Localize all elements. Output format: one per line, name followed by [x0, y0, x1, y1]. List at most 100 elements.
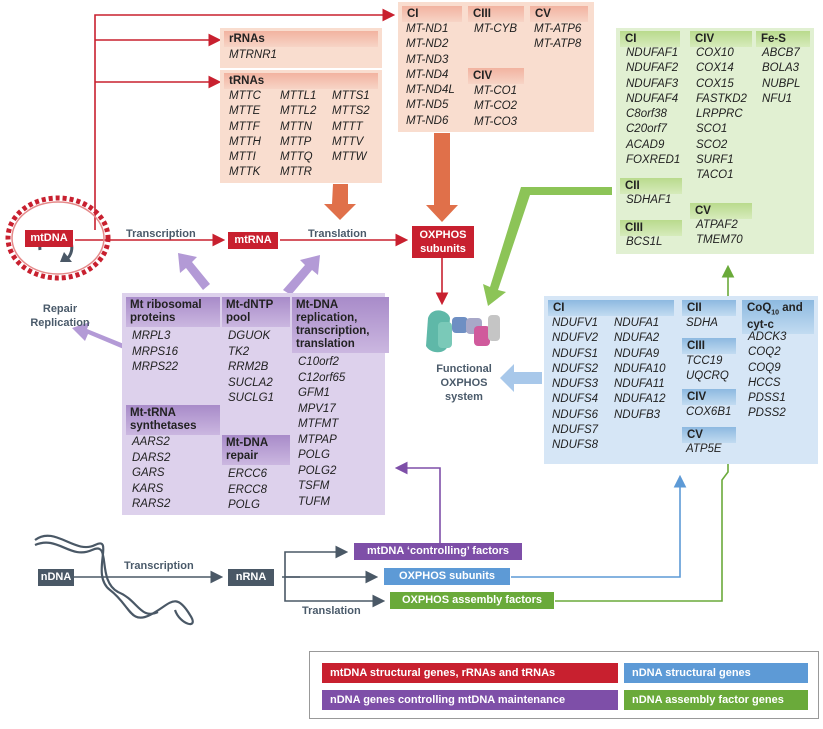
- trna-gene: MTTK: [229, 166, 261, 179]
- mt-ciii-gene: MT-CYB: [474, 23, 518, 35]
- trna-gene: MTTN: [280, 120, 312, 133]
- asm-civ-gene: SCO2: [696, 138, 728, 151]
- asm-civ-title: CIV: [690, 31, 752, 47]
- asm-fes-gene: NFU1: [762, 92, 793, 105]
- mt-ci-gene: MT-ND6: [406, 114, 449, 127]
- trna-synth-gene: DARS2: [132, 451, 171, 464]
- trna-gene: MTTS1: [332, 90, 370, 102]
- n-translation-label: Translation: [302, 605, 361, 617]
- nst-ci-gene: NDUFV1: [552, 317, 599, 329]
- trna-gene: MTTV: [332, 135, 364, 148]
- asm-ciii-gene: BCS1L: [626, 236, 663, 248]
- nst-ci-gene: NDUFA9: [614, 347, 660, 360]
- nst-ci-gene: NDUFA11: [614, 378, 665, 391]
- n-assembly-tag: OXPHOS assembly factors: [390, 592, 554, 609]
- repair-gene: ERCC6: [228, 468, 267, 480]
- rep-gene: MTPAP: [298, 433, 337, 446]
- mt-cv-gene: MT-ATP8: [534, 38, 582, 51]
- nst-ciii-gene: TCC19: [686, 355, 723, 367]
- asm-civ-gene: COX10: [696, 47, 734, 59]
- trna-synth-title: Mt-tRNA synthetases: [126, 405, 220, 435]
- nst-ciii-title: CIII: [682, 338, 736, 354]
- asm-civ-gene: SURF1: [696, 154, 734, 167]
- dntp-gene: SUCLA2: [228, 376, 273, 389]
- nst-ci-gene: NDUFA1: [614, 317, 660, 329]
- asm-ci-title: CI: [620, 31, 680, 47]
- rep-gene: C12orf65: [298, 371, 346, 384]
- rrna-gene: MTRNR1: [229, 49, 277, 61]
- rep-gene: POLG2: [298, 464, 337, 477]
- n-oxphos-subunits-tag: OXPHOS subunits: [384, 568, 510, 585]
- nst-ci-gene: NDUFS4: [552, 393, 599, 406]
- ribo-gene: MRPL3: [132, 330, 171, 342]
- asm-cii-title: CII: [620, 178, 682, 194]
- rep-gene: TSFM: [298, 480, 330, 492]
- nst-ci-gene: NDUFS1: [552, 347, 599, 360]
- ndna-helix-icon: [34, 534, 194, 626]
- trna-gene: MTTE: [229, 105, 261, 118]
- asm-civ-gene: FASTKD2: [696, 92, 747, 105]
- mt-ci-gene: MT-ND4: [406, 68, 449, 81]
- asm-fes-gene: NUBPL: [762, 77, 801, 90]
- asm-fes-gene: ABCB7: [762, 47, 800, 59]
- legend-mt-structural: mtDNA structural genes, rRNAs and tRNAs: [322, 663, 618, 683]
- trna-synth-gene: AARS2: [132, 436, 170, 448]
- trna-gene: MTTH: [229, 135, 261, 148]
- assembly-factor-box: CI NDUFAF1 NDUFAF2 NDUFAF3 NDUFAF4 C8orf…: [616, 28, 814, 254]
- nst-ci-gene: NDUFS8: [552, 439, 599, 452]
- nuclear-structural-box: CI NDUFV1 NDUFV2 NDUFS1 NDUFS2 NDUFS3 ND…: [544, 296, 818, 464]
- maintenance-arrows: [72, 253, 320, 350]
- transcription-label: Transcription: [126, 228, 196, 240]
- mt-civ-gene: MT-CO3: [474, 115, 518, 128]
- nst-ci-title: CI: [548, 300, 674, 316]
- trna-gene: MTTC: [229, 90, 261, 102]
- trna-gene: MTTI: [229, 151, 256, 164]
- trna-gene: MTTL1: [280, 90, 317, 102]
- nst-ci-gene: NDUFV2: [552, 332, 599, 345]
- ndna-tag: nDNA: [38, 569, 74, 586]
- rep-gene: TUFM: [298, 495, 330, 508]
- structural-to-functional-arrow: [500, 364, 542, 392]
- nst-ci-gene: NDUFS2: [552, 362, 599, 375]
- maintenance-box: Mt ribosomal proteins MRPL3 MRPS16 MRPS2…: [122, 293, 389, 515]
- mt-ci-gene: MT-ND4L: [406, 84, 455, 97]
- legend-n-structural: nDNA structural genes: [624, 663, 808, 683]
- trna-gene: MTTT: [332, 120, 363, 133]
- ci-to-oxphos-arrow: [426, 133, 458, 222]
- nst-civ-title: CIV: [682, 389, 736, 405]
- nst-coq-title: CoQ10 and cyt-c: [742, 300, 814, 335]
- nst-civ-gene: COX6B1: [686, 406, 732, 418]
- rep-gene: C10orf2: [298, 356, 339, 368]
- legend: mtDNA structural genes, rRNAs and tRNAs …: [309, 651, 819, 719]
- nst-cii-gene: SDHA: [686, 317, 718, 329]
- mt-civ-gene: MT-CO2: [474, 100, 518, 113]
- mtdna-tag: mtDNA: [25, 230, 73, 247]
- repair-gene: POLG: [228, 499, 260, 511]
- trna-gene: MTTP: [280, 135, 312, 148]
- asm-ci-gene: NDUFAF1: [626, 47, 679, 59]
- nst-ci-gene: NDUFB3: [614, 408, 661, 421]
- asm-civ-gene: COX15: [696, 77, 734, 90]
- trna-gene: MTTW: [332, 151, 367, 164]
- asm-ciii-title: CIII: [620, 220, 682, 236]
- nst-cv-title: CV: [682, 427, 736, 443]
- mt-ci-gene: MT-ND5: [406, 99, 449, 112]
- nst-cv-gene: ATP5E: [686, 443, 722, 455]
- mt-ci-gene: MT-ND1: [406, 23, 449, 35]
- dntp-gene: DGUOK: [228, 330, 271, 342]
- dntp-gene: SUCLG1: [228, 392, 275, 404]
- nst-coq-gene: ADCK3: [748, 331, 787, 343]
- asm-civ-gene: SCO1: [696, 123, 728, 136]
- trna-title: tRNAs: [224, 73, 378, 89]
- mt-cv-title: CV: [530, 6, 588, 22]
- asm-cv-gene: ATPAF2: [696, 219, 738, 231]
- trna-gene: MTTF: [229, 120, 260, 133]
- trna-to-translation-arrow: [324, 184, 356, 220]
- legend-maintenance: nDNA genes controlling mtDNA maintenance: [322, 690, 618, 710]
- mtdna-branches: [75, 8, 449, 306]
- mt-cv-gene: MT-ATP6: [534, 23, 582, 35]
- nst-coq-gene: COQ2: [748, 346, 781, 359]
- nst-ci-gene: NDUFA2: [614, 332, 660, 345]
- asm-fes-title: Fe-S: [756, 31, 810, 47]
